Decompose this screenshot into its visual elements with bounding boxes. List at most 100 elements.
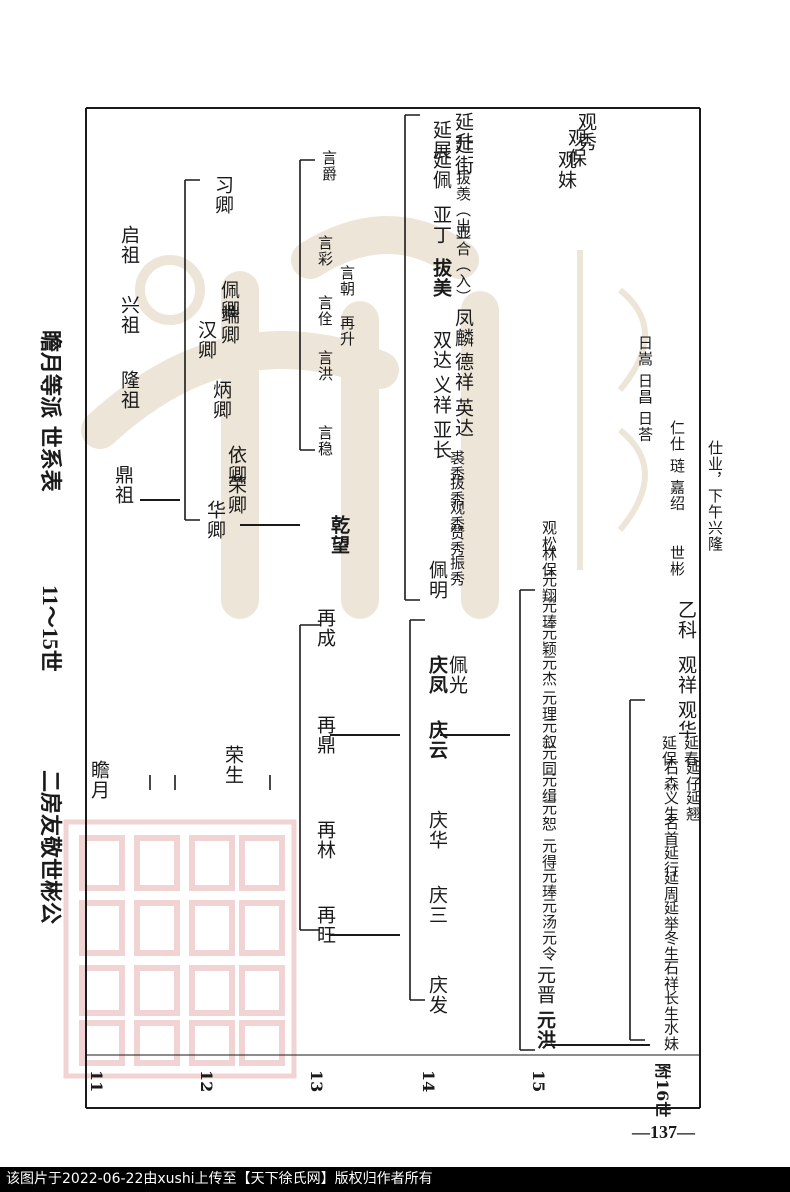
person-gen13: 再林 [314,820,336,860]
person-gen14: 庆云 [426,720,448,760]
person-gen16: 延举 [662,900,680,932]
person-gen16: 延翘 [684,790,702,822]
person-gen14: 德祥 [452,352,474,392]
person-gen13: 言稳 [316,425,334,457]
person-gen16: 石森 [662,760,680,792]
header-title-right: 瞻月等派 世系表 [37,330,63,492]
person-gen16: 冬生 [662,930,680,962]
person-gen14: 庆发 [426,975,448,1015]
person-gen14: 英达 [452,398,474,438]
person-gen13: 言彩 [316,235,334,267]
person-gen16: 延春 [682,735,700,767]
person-gen15: 观秀 [575,112,597,152]
person-gen15: 观祥 [675,655,697,695]
person-gen13: 言爵 [320,150,338,182]
header-title-mid: 11～15世 [38,585,63,672]
red-seal-stamp [63,819,297,1079]
person-gen12: 荣卿 [225,475,247,515]
person-gen14: 庆凤 [426,655,448,695]
person-gen16: 名首 [662,815,680,847]
person-gen12: 佩卿 [218,280,240,320]
person-gen14: 拔秀 [448,475,466,507]
person-gen15: 元叙 [540,718,558,750]
person-gen15: 元琫 [540,868,558,900]
person-gen14: 延升 [452,112,474,152]
person-gen16: 水妹 [662,1020,680,1052]
person-gen11: 瞻月 [88,760,110,800]
person-gen14: 凤麟 [452,308,474,348]
person-gen13: 再成 [314,608,336,648]
person-gen14: 裘秀 [448,450,466,482]
person-gen14: 义祥 [430,375,452,415]
person-gen16: 延行 [662,845,680,877]
person-gen12: 依卿 [225,445,247,485]
person-gen14: 佩光 [446,655,468,695]
person-gen14: 亚丁 [430,205,452,245]
person-gen15: 观松 [540,520,558,552]
person-gen12: 端卿 [218,305,240,345]
header-title-left: 二房友敬世彬公 [37,770,63,925]
person-gen14: 庆三 [426,885,448,925]
person-gen15: 元颖 [540,625,558,657]
person-gen13: 言佺 [316,295,334,327]
person-gen12: 荣生 [222,745,244,785]
person-gen16: 石祥 [662,960,680,992]
person-gen15: 元理 [540,690,558,722]
person-gen12: 炳卿 [210,380,232,420]
gen-label-12: 12 [197,1070,216,1093]
person-gen14: 双达 [430,330,452,370]
gen-label-16: 附16世 [653,1063,672,1118]
person-gen11: 隆祖 [118,370,140,410]
gen-label-15: 15 [529,1070,548,1093]
person-gen13: 言朝 [338,265,356,297]
person-gen16: 长生 [662,990,680,1022]
person-gen14: 赞秀 [448,525,466,557]
person-gen14: 延街 [452,135,474,175]
person-gen14: 庆华 [426,810,448,850]
person-gen14: 拔美 [430,258,452,298]
person-gen15: 元同 [540,745,558,777]
person-gen13: 再鼎 [314,715,336,755]
person-gen15: 观华 [675,700,697,740]
person-gen12: 汉卿 [195,320,217,360]
person-gen15: 元汤 [540,898,558,930]
person-gen14: 佩明 [426,560,448,600]
person-gen16: 延仔 [684,760,702,792]
person-gen14: 观秀 [448,500,466,532]
person-gen15: 元琫 [540,598,558,630]
person-gen13: 再旺 [314,905,336,945]
person-gen15: 元翔 [540,572,558,604]
person-gen15: 元洪 [534,1010,556,1050]
person-gen14: 振秀 [448,555,466,587]
person-gen15: 林保 [540,546,558,578]
person-gen15: 观保 [565,128,587,168]
person-gen13: 再升 [338,315,356,347]
person-gen11: 鼎祖 [112,465,134,505]
note-line: 世彬 [668,545,686,577]
person-gen13: 言洪 [316,350,334,382]
person-gen15: 乙科 [675,600,697,640]
person-gen16: 延周 [662,870,680,902]
gen-label-14: 14 [419,1070,438,1093]
person-gen11: 兴祖 [118,295,140,335]
person-gen15: 元杰 [540,655,558,687]
person-gen15: 元恕 [540,800,558,832]
person-gen15: 观妹 [555,150,577,190]
person-gen15: 元得 [540,838,558,870]
person-gen12: 习卿 [212,175,234,215]
person-gen16: 延保 [660,735,678,767]
copyright-footer: 该图片于2022-06-22由xushi上传至【天下徐氏网】版权归作者所有 [0,1167,790,1192]
person-gen14: 延展 [430,120,452,160]
person-gen15: 元晋 [534,965,556,1005]
note-line: 日嵩 日昌 日荅 [636,335,654,443]
person-gen13: 乾望 [328,515,350,555]
gen-label-13: 13 [307,1070,326,1093]
person-gen14: 拔羡（出） [454,170,472,250]
gen-label-11: 11 [87,1070,106,1093]
person-gen11: 启祖 [118,225,140,265]
person-gen16: 义生 [662,790,680,822]
person-gen14: 亚合（入） [454,225,472,305]
page-number: —137— [632,1122,695,1142]
